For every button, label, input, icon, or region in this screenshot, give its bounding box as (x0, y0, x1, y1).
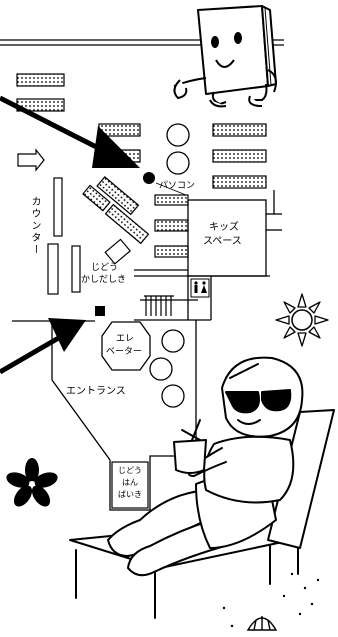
vending-label-2: はん (122, 478, 138, 487)
return-machine-label-1: じどう (91, 263, 119, 273)
elevator (101, 321, 151, 371)
pc-marker (143, 172, 155, 184)
center-shelves (82, 123, 150, 245)
round-tables (149, 123, 190, 408)
kids-space-label-2: スペース (203, 236, 242, 247)
arrow-to-elevator-icon (0, 318, 86, 375)
shell-icon (246, 616, 278, 631)
restroom-icon (190, 278, 210, 298)
entrance-label: エントランス (66, 386, 126, 397)
book-character-icon (173, 5, 277, 108)
right-shelves (212, 123, 267, 189)
sand-dots (222, 572, 320, 628)
elevator-label-2: ベーター (106, 347, 143, 357)
middle-shelves (154, 194, 189, 258)
boy-on-beach-chair (69, 356, 335, 619)
pc-label: パソコン (159, 181, 196, 191)
sun-icon (275, 293, 329, 347)
elevator-marker (95, 306, 105, 316)
counter-label: カウンター (29, 196, 40, 256)
vending-machine (111, 461, 149, 509)
arrow-to-pc-icon (0, 95, 140, 168)
stairs (144, 295, 174, 316)
vending-label-3: ばいき (118, 490, 142, 499)
return-machine (104, 238, 132, 265)
kids-space-label-1: キッズ (209, 222, 239, 233)
counter-area (17, 148, 81, 295)
vending-label-1: じどう (118, 466, 142, 475)
elevator-label-1: エレ (116, 334, 135, 344)
return-machine-label-2: かしだしき (81, 275, 127, 285)
flower-icon (6, 458, 58, 507)
left-shelves (16, 73, 65, 112)
